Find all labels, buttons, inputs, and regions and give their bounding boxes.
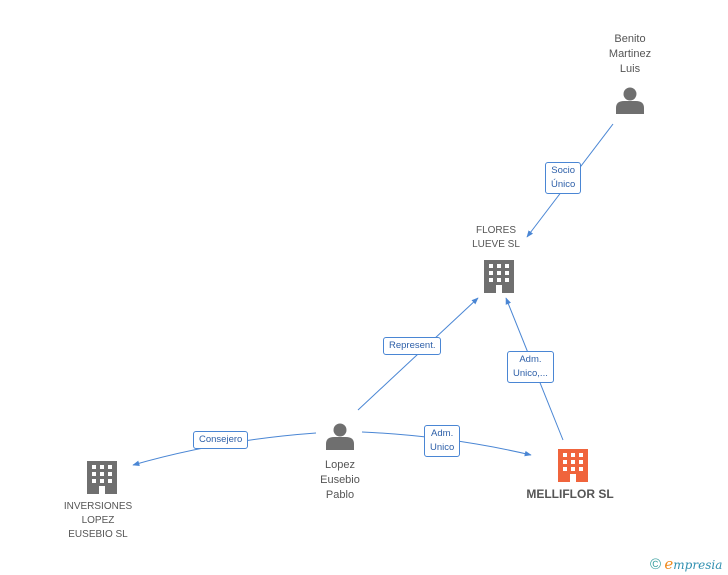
brand-name: empresia bbox=[664, 555, 723, 573]
node-label-inversiones[interactable]: INVERSIONES LOPEZ EUSEBIO SL bbox=[63, 501, 133, 540]
node-label-melliflor[interactable]: MELLIFLOR SL bbox=[526, 487, 614, 501]
node-label-flores[interactable]: FLORES LUEVE SL bbox=[472, 225, 520, 250]
person-icon[interactable] bbox=[616, 87, 644, 115]
edge-label-lopez-melliflor: Adm. Unico bbox=[424, 425, 461, 457]
edge-label-lopez-flores: Represent. bbox=[383, 337, 442, 355]
node-label-benito[interactable]: Benito Martinez Luis bbox=[608, 33, 652, 75]
node-label-lopez[interactable]: Lopez Eusebio Pablo bbox=[320, 459, 360, 501]
edge-label-melliflor-flores: Adm. Unico,... bbox=[507, 351, 554, 383]
building-icon[interactable] bbox=[484, 260, 514, 293]
copyright-icon: © bbox=[650, 556, 662, 573]
building-icon[interactable] bbox=[87, 461, 117, 494]
edge-label-benito-flores: Socio Único bbox=[545, 162, 582, 194]
main-building-icon[interactable] bbox=[558, 449, 588, 482]
edge-label-lopez-inversiones: Consejero bbox=[193, 431, 249, 449]
empresia-logo[interactable]: © empresia bbox=[650, 555, 722, 573]
person-icon[interactable] bbox=[326, 423, 354, 451]
